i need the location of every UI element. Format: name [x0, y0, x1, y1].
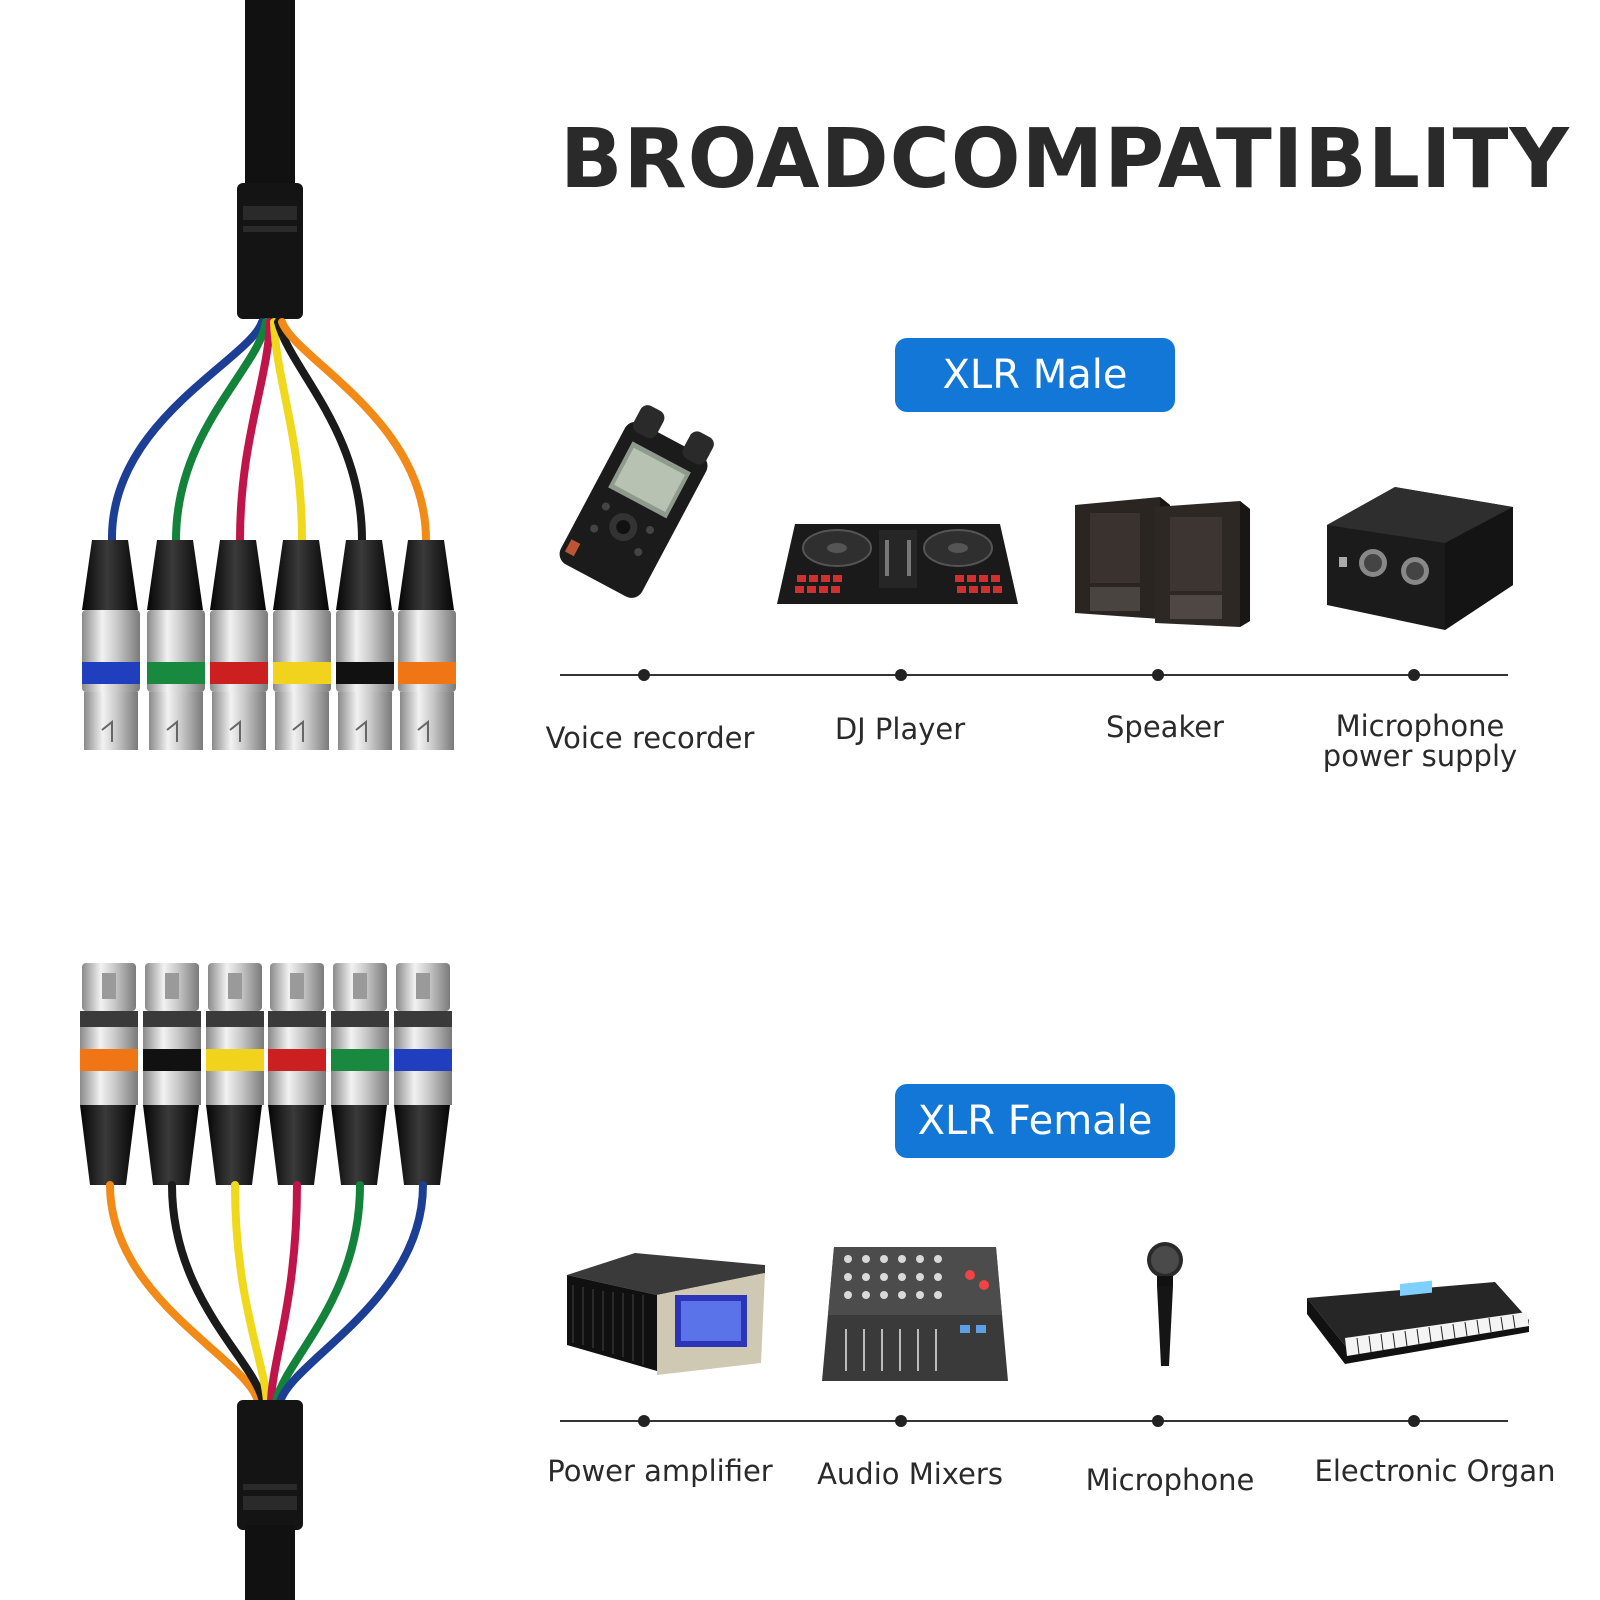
speaker-icon — [1075, 497, 1250, 627]
timeline-dot — [1152, 1415, 1164, 1427]
xlr-female-badge: XLR Female — [895, 1084, 1175, 1158]
dj-controller-icon — [777, 524, 1018, 604]
xlr-female-timeline — [560, 1420, 1508, 1422]
device-label-audio-mixers: Audio Mixers — [817, 1457, 1003, 1491]
microphone-icon — [1147, 1242, 1183, 1366]
device-label-microphone-power-supply: Microphone power supply — [1310, 711, 1530, 771]
phantom-power-supply-icon — [1327, 487, 1513, 630]
voice-recorder-icon — [559, 405, 714, 598]
male-connectors — [82, 540, 456, 750]
device-label-power-amplifier: Power amplifier — [547, 1454, 773, 1488]
timeline-dot — [638, 1415, 650, 1427]
timeline-dot — [1408, 669, 1420, 681]
xlr-snake-cable-illustration — [80, 0, 456, 1600]
xlr-male-timeline — [560, 674, 1508, 676]
device-label-dj-player: DJ Player — [834, 712, 966, 746]
female-connectors — [80, 963, 452, 1185]
device-label-voice-recorder: Voice recorder — [545, 721, 755, 755]
label-line: Microphone — [1335, 709, 1505, 743]
timeline-dot — [1408, 1415, 1420, 1427]
electronic-keyboard-icon — [1307, 1280, 1529, 1364]
timeline-dot — [895, 1415, 907, 1427]
power-amplifier-icon — [567, 1253, 765, 1375]
timeline-dot — [895, 669, 907, 681]
male-end-main-cable — [237, 0, 303, 319]
female-end-fanin-wires — [106, 1181, 427, 1406]
male-end-fanout-wires — [107, 318, 430, 544]
female-end-main-cable — [237, 1400, 303, 1600]
timeline-dot — [1152, 669, 1164, 681]
device-label-electronic-organ: Electronic Organ — [1314, 1454, 1556, 1488]
xlr-male-badge: XLR Male — [895, 338, 1175, 412]
page-title: BROADCOMPATIBLITY — [560, 112, 1570, 207]
label-line: power supply — [1322, 739, 1518, 773]
device-label-speaker: Speaker — [1106, 710, 1224, 744]
audio-mixer-icon — [822, 1247, 1008, 1381]
timeline-dot — [638, 669, 650, 681]
device-label-microphone: Microphone — [1085, 1463, 1255, 1497]
